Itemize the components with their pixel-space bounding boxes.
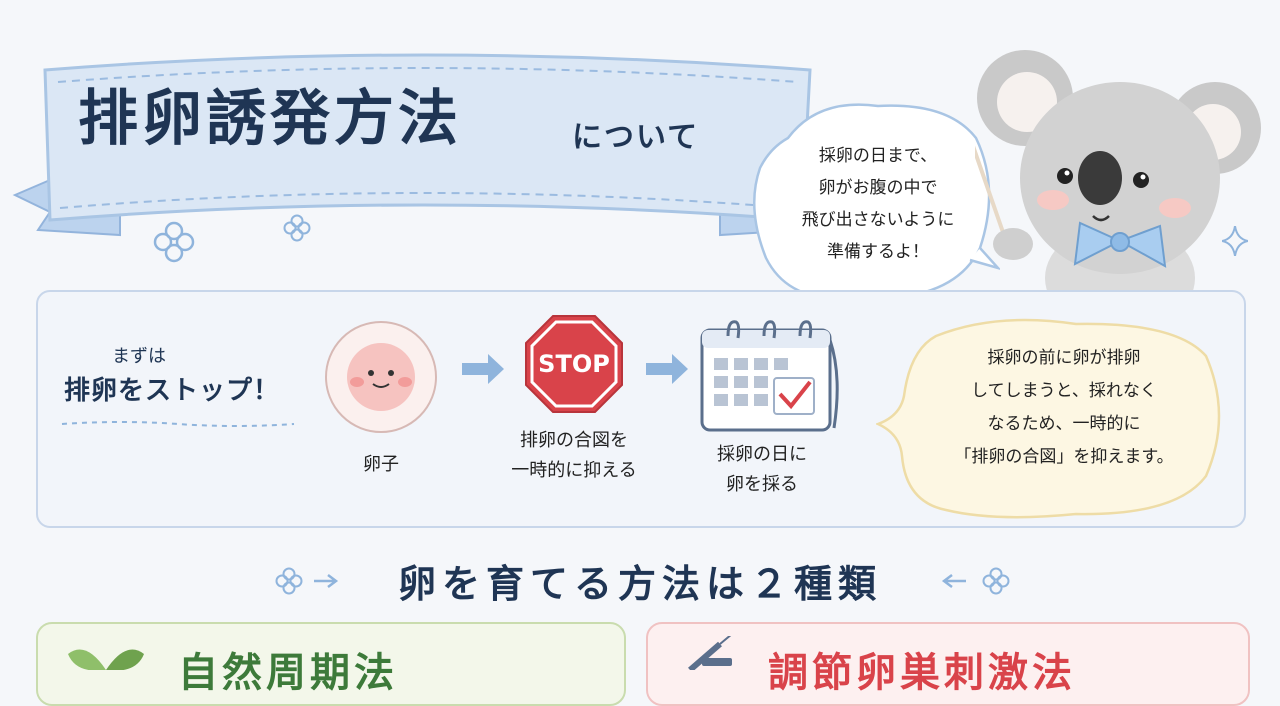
caption-line: 採卵の日に [717, 444, 807, 465]
calendar-caption: 採卵の日に 卵を採る [682, 440, 842, 500]
calendar-icon [700, 320, 839, 432]
arrow-right-icon [462, 354, 504, 384]
stop-caption: 排卵の合図を 一時的に抑える [482, 426, 666, 486]
note-bubble [876, 318, 1221, 519]
bubble-line: 卵がお腹の中で [818, 178, 938, 198]
note-line: してしまうと、採れなく [971, 381, 1157, 401]
caption-line: 排卵の合図を [520, 430, 628, 451]
dotted-underline [61, 421, 295, 427]
section-heading: 卵を育てる方法は２種類 [397, 562, 882, 606]
natural-cycle-title: 自然周期法 [178, 650, 398, 696]
egg-label: 卵子 [363, 454, 399, 475]
flower-arrow-right-decoration [941, 567, 1010, 595]
intro-line-1: まずは [112, 346, 166, 367]
flower-arrow-left-decoration [275, 567, 339, 595]
stop-sign-icon [525, 315, 623, 413]
flower-icon [283, 214, 311, 242]
flower-icon [153, 221, 195, 263]
controlled-stimulation-title: 調節卵巣刺激法 [768, 650, 1076, 696]
note-text: 採卵の前に卵が排卵 してしまうと、採れなく なるため、一時的に 「排卵の合図」を… [922, 342, 1206, 474]
page-title-suffix: について [572, 120, 700, 155]
note-line: 「排卵の合図」を抑えます。 [954, 447, 1174, 467]
egg-cell-icon [325, 321, 437, 433]
koala-mascot [975, 50, 1261, 308]
intro-line-2: 排卵をストップ！ [64, 376, 281, 406]
bubble-line: 準備するよ！ [827, 242, 929, 262]
syringe-icon [688, 636, 732, 670]
bubble-line: 飛び出さないように [801, 210, 955, 230]
note-line: なるため、一時的に [987, 414, 1141, 434]
stop-sign-label: STOP [538, 350, 610, 378]
leaf-icon [68, 649, 144, 670]
note-line: 採卵の前に卵が排卵 [987, 348, 1141, 368]
koala-speech-text: 採卵の日まで、 卵がお腹の中で 飛び出さないように 準備するよ！ [778, 140, 978, 268]
arrow-right-icon [646, 354, 688, 384]
page-title: 排卵誘発方法 [78, 84, 462, 154]
sparkle-icon [1222, 226, 1248, 256]
caption-line: 一時的に抑える [511, 460, 637, 481]
bubble-line: 採卵の日まで、 [818, 146, 938, 166]
caption-line: 卵を採る [726, 474, 798, 495]
